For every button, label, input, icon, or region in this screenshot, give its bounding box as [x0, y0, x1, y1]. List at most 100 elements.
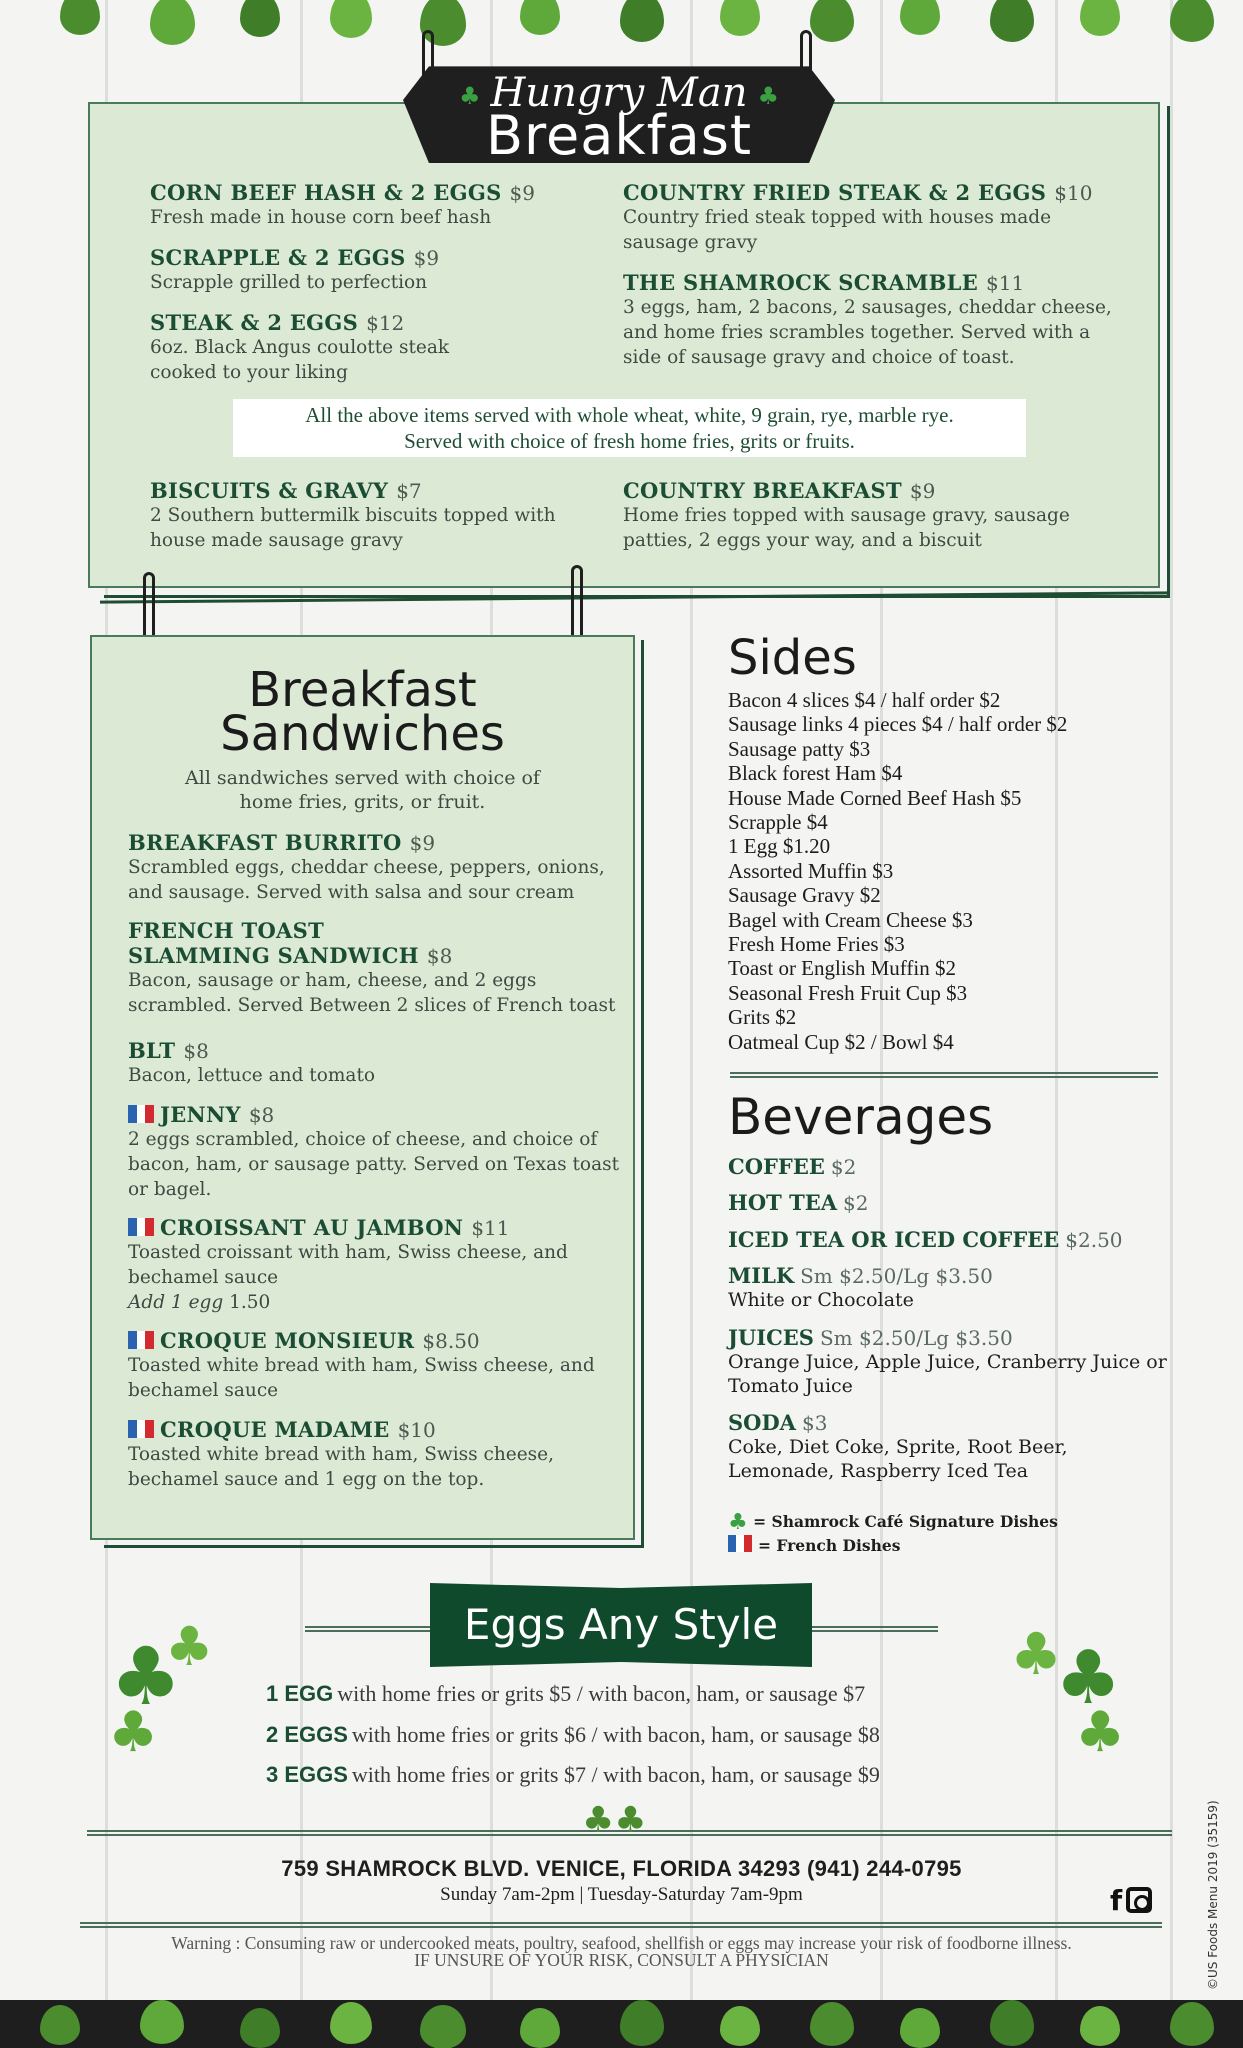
item-desc: Bacon, lettuce and tomato	[128, 1065, 376, 1086]
served-note-line2: Served with choice of fresh home fries, …	[404, 429, 855, 453]
shamrock-icon: ♣	[165, 1615, 214, 1678]
chain-icon	[800, 30, 812, 90]
beverage-price: $2	[830, 1155, 857, 1179]
beverage-desc: Orange Juice, Apple Juice, Cranberry Jui…	[728, 1351, 1167, 1397]
egg-label: 2 EGGS	[266, 1722, 348, 1747]
side-item: Grits $2	[728, 1005, 797, 1030]
french-flag-icon	[128, 1105, 154, 1123]
shamrock-icon: ♣	[458, 82, 481, 110]
hours: Sunday 7am-2pm | Tuesday-Saturday 7am-9p…	[440, 1884, 803, 1905]
side-item: Black forest Ham $4	[728, 761, 903, 786]
egg-label: 3 EGGS	[266, 1762, 348, 1787]
side-item: Bacon 4 slices $4 / half order $2	[728, 688, 1001, 712]
divider	[80, 1922, 1162, 1928]
beverage-name: ICED TEA OR ICED COFFEE	[728, 1227, 1060, 1252]
menu-item: SCRAPPLE & 2 EGGS $9 Scrapple grilled to …	[150, 245, 590, 295]
item-price: $9	[909, 479, 936, 503]
sandwiches-subtitle-line2: home fries, grits, or fruit.	[239, 791, 486, 813]
menu-item: COUNTRY FRIED STEAK & 2 EGGS$10 Country …	[623, 180, 1113, 255]
item-name-line1: FRENCH TOAST	[128, 918, 325, 943]
sandwiches-panel	[90, 635, 635, 1540]
sides-list: Bacon 4 slices $4 / half order $2 Sausag…	[728, 688, 1067, 1054]
side-item: Scrapple $4	[728, 810, 828, 835]
menu-item: STEAK & 2 EGGS $12 6oz. Black Angus coulo…	[150, 310, 480, 385]
menu-item: THE SHAMROCK SCRAMBLE$11 3 eggs, ham, 2 …	[623, 270, 1113, 370]
item-price: $12	[366, 311, 405, 335]
item-desc: Home fries topped with sausage gravy, sa…	[623, 505, 1070, 551]
french-flag-icon	[728, 1535, 752, 1552]
beverage-name: MILK	[728, 1263, 795, 1288]
beverage-desc: Coke, Diet Coke, Sprite, Root Beer, Lemo…	[728, 1436, 1068, 1482]
item-desc: Country fried steak topped with houses m…	[623, 207, 1052, 253]
item-name: CORN BEEF HASH & 2 EGGS	[150, 180, 502, 205]
legend: ♣ = Shamrock Café Signature Dishes = Fre…	[728, 1510, 1058, 1558]
beverage-desc: White or Chocolate	[728, 1289, 914, 1311]
sandwiches-subtitle: All sandwiches served with choice of hom…	[90, 766, 635, 814]
addon-price: 1.50	[229, 1292, 271, 1313]
sandwiches-panel-shadow	[104, 640, 644, 1548]
shamrock-vine-bottom	[0, 2000, 1243, 2048]
side-item: Toast or English Muffin $2	[728, 956, 956, 981]
shamrock-icon: ♣	[110, 1630, 182, 1723]
item-price: $8	[248, 1103, 275, 1127]
shamrock-icon: ♣	[1075, 1700, 1126, 1765]
beverage-price: $2	[843, 1191, 869, 1215]
beverage-item: ICED TEA OR ICED COFFEE$2.50	[728, 1227, 1123, 1252]
shamrock-icon: ♣	[1010, 1620, 1062, 1688]
divider	[810, 1626, 938, 1632]
item-price: $10	[397, 1418, 436, 1442]
sign-title-line1: Hungry Man	[490, 70, 748, 116]
side-item: Sausage Gravy $2	[728, 883, 881, 908]
item-name: STEAK & 2 EGGS	[150, 310, 359, 335]
item-price: $11	[471, 1216, 510, 1240]
item-desc: Toasted white bread with ham, Swiss chee…	[128, 1444, 555, 1490]
sandwiches-title-line1: Breakfast	[248, 662, 477, 718]
item-name: COUNTRY BREAKFAST	[623, 478, 902, 503]
item-price: $10	[1054, 181, 1093, 205]
item-desc: 2 eggs scrambled, choice of cheese, and …	[128, 1129, 620, 1200]
beverage-price: $2.50	[1065, 1228, 1123, 1252]
egg-text: with home fries or grits $6 / with bacon…	[351, 1722, 880, 1747]
french-flag-icon	[128, 1420, 154, 1438]
item-name: SCRAPPLE & 2 EGGS	[150, 245, 406, 270]
beverage-price: $3	[801, 1411, 828, 1435]
side-item: Sausage patty $3	[728, 736, 871, 761]
warning-line2: IF UNSURE OF YOUR RISK, CONSULT A PHYSIC…	[414, 1950, 829, 1970]
legend-signature: = Shamrock Café Signature Dishes	[753, 1512, 1058, 1531]
beverage-item: SODA$3 Coke, Diet Coke, Sprite, Root Bee…	[728, 1410, 1108, 1483]
menu-item: CROQUE MADAME $10 Toasted white bread wit…	[128, 1417, 628, 1492]
item-desc: Scrambled eggs, cheddar cheese, peppers,…	[128, 857, 605, 903]
item-name: JENNY	[160, 1102, 241, 1127]
instagram-icon[interactable]	[1126, 1887, 1153, 1913]
item-desc: 6oz. Black Angus coulotte steak cooked t…	[150, 337, 450, 383]
item-desc: Fresh made in house corn beef hash	[150, 207, 492, 228]
food-safety-warning: Warning : Consuming raw or undercooked m…	[0, 1933, 1243, 1970]
hungry-man-panel	[88, 102, 1160, 588]
item-price: $8	[426, 944, 453, 968]
legend-french: = French Dishes	[758, 1536, 901, 1555]
facebook-icon[interactable]: f	[1110, 1884, 1123, 1917]
item-price: $9	[409, 831, 436, 855]
egg-label: 1 EGG	[266, 1681, 334, 1706]
item-price: $7	[396, 479, 422, 503]
warning-line1: Warning : Consuming raw or undercooked m…	[171, 1933, 1072, 1953]
side-item: Seasonal Fresh Fruit Cup $3	[728, 980, 968, 1005]
sandwiches-subtitle-line1: All sandwiches served with choice of	[185, 767, 540, 789]
shamrock-icon: ♣♣	[582, 1800, 647, 1841]
hungry-man-breakfast-sign: ♣Hungry Man♣ Breakfast	[403, 66, 835, 163]
beverage-name: JUICES	[728, 1325, 814, 1350]
served-with-note: All the above items served with whole wh…	[233, 399, 1026, 457]
item-name: CROISSANT AU JAMBON	[160, 1215, 464, 1240]
item-desc: Toasted white bread with ham, Swiss chee…	[128, 1355, 595, 1401]
item-desc: 2 Southern buttermilk biscuits topped wi…	[150, 505, 556, 551]
item-price: $9	[413, 246, 440, 270]
item-name: CROQUE MADAME	[160, 1417, 390, 1442]
served-note-line1: All the above items served with whole wh…	[305, 403, 954, 427]
item-price: $8.50	[422, 1329, 480, 1353]
item-desc: Scrapple grilled to perfection	[150, 272, 428, 293]
shamrock-icon: ♣	[757, 82, 780, 110]
